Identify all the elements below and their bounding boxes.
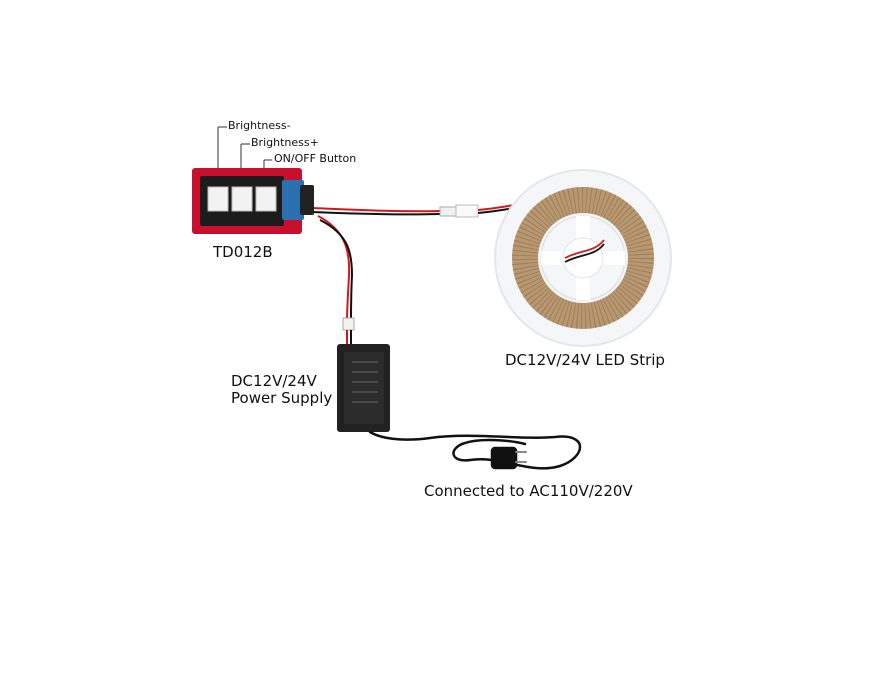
td012b-controller — [192, 168, 314, 234]
controller-to-psu-wire — [317, 215, 355, 344]
on-off-key — [255, 186, 277, 212]
power-supply-label-line2: Power Supply — [231, 389, 333, 407]
controller-model-label: TD012B — [213, 243, 273, 261]
led-strip-reel — [494, 169, 672, 347]
on-off-button-label: ON/OFF Button — [274, 152, 357, 165]
brightness-down-key — [207, 186, 229, 212]
power-supply-label-line1: DC12V/24V — [231, 372, 317, 390]
power-supply — [337, 344, 390, 432]
led-strip-label: DC12V/24V LED Strip — [505, 351, 665, 369]
controller-to-strip-wire — [311, 207, 441, 216]
mains-connection-label: Connected to AC110V/220V — [424, 482, 633, 500]
mains-cable — [368, 430, 582, 470]
brightness-up-key — [231, 186, 253, 212]
brightness-plus-label: Brightness+ — [251, 136, 319, 149]
brightness-minus-label: Brightness- — [228, 119, 291, 132]
